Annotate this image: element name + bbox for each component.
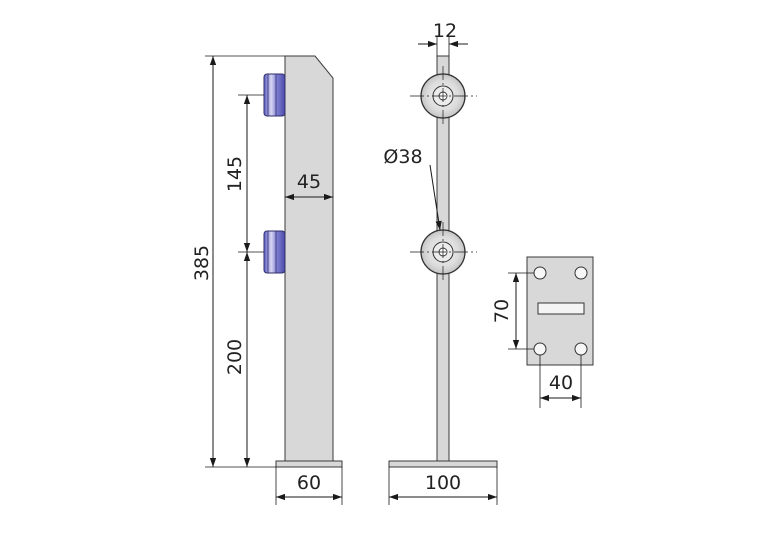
plate-top-view: 70 40 (491, 256, 594, 408)
dim-100-label: 100 (425, 472, 461, 494)
dim-60-label: 60 (297, 472, 321, 494)
plate-hole (574, 342, 588, 356)
side-view: 385 145 200 45 60 (191, 55, 343, 505)
plate-slot (537, 302, 585, 315)
front-base-plate (388, 460, 498, 468)
plate-hole (533, 342, 547, 356)
plate-hole (533, 266, 547, 280)
dim-385-label: 385 (191, 245, 213, 281)
dim-70-label: 70 (491, 299, 513, 323)
dim-12-label: 12 (433, 20, 457, 42)
dim-200-label: 200 (224, 339, 246, 375)
upper-clamp-side (263, 73, 286, 117)
dia-38-leader (429, 164, 442, 231)
dim-145-label: 145 (224, 156, 246, 192)
dim-40-label: 40 (549, 372, 573, 394)
side-post (284, 55, 334, 462)
dim-dia38-label: Ø38 (383, 146, 422, 168)
plate-hole (574, 266, 588, 280)
front-view: 12 Ø38 100 (383, 20, 498, 505)
dim-45-label: 45 (297, 171, 321, 193)
side-base-plate (275, 460, 343, 468)
lower-clamp-side (263, 230, 286, 274)
